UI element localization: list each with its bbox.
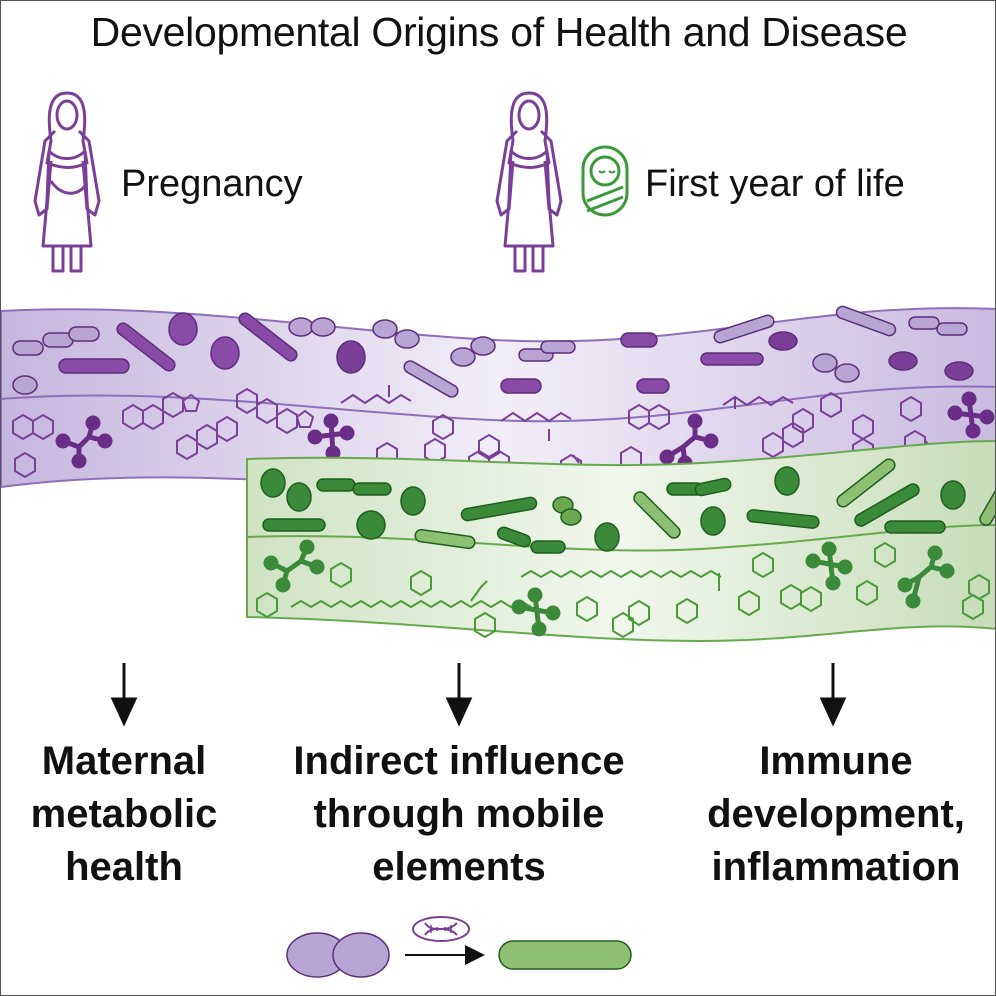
bacterium-rod-icon: [498, 940, 632, 970]
maternal-bacteria: [12, 305, 974, 398]
dna-icon: [412, 916, 470, 942]
pregnancy-label: Pregnancy: [121, 163, 303, 205]
outcome-line: Immune: [759, 739, 913, 783]
infant-bacteria: [260, 458, 995, 554]
transfer-legend: [286, 916, 632, 978]
infant-metabolites: [256, 541, 990, 639]
outcome-line: metabolic: [30, 792, 218, 836]
maternal-amino-acid-molecules: [55, 391, 995, 471]
outcome-line: Indirect influence: [293, 739, 625, 783]
outcome-line: elements: [372, 845, 546, 889]
outcome-line: development,: [707, 792, 965, 836]
outcome-mobile-elements: Indirect influence through mobile elemen…: [261, 735, 657, 894]
outcome-maternal-metabolic: Maternal metabolic health: [1, 735, 247, 894]
outcome-immune-development: Immune development, inflammation: [681, 735, 991, 894]
outcome-line: health: [65, 845, 183, 889]
mother-icon: [495, 91, 563, 273]
infant-amino-acid-molecules: [263, 539, 955, 637]
outcome-line: Maternal: [41, 739, 207, 783]
outcome-arrows: [110, 663, 847, 727]
outcome-line: inflammation: [711, 845, 961, 889]
mother-icon: [33, 91, 101, 273]
infant-icon: [581, 145, 629, 217]
diagram-title: Developmental Origins of Health and Dise…: [90, 9, 908, 55]
first-year-label: First year of life: [645, 163, 905, 205]
outcome-line: through mobile: [313, 792, 605, 836]
